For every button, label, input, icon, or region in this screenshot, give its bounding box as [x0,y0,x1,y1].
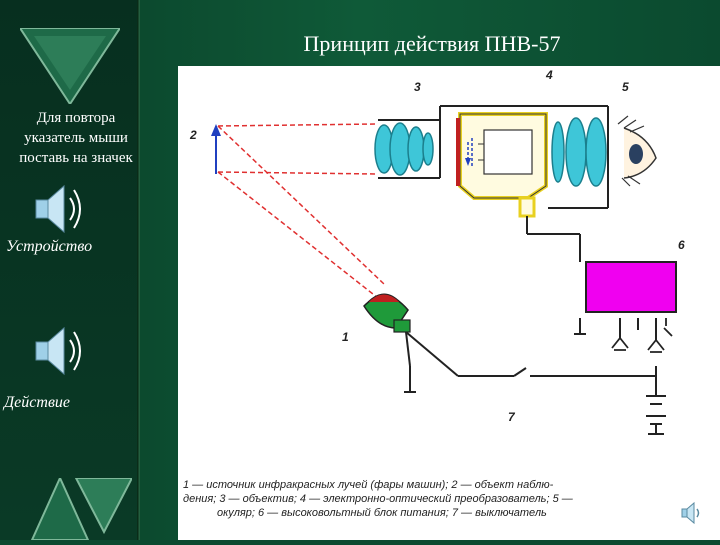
label-switch: 7 [508,410,515,424]
wires [404,216,666,435]
label-object: 2 [190,128,197,142]
label-converter: 4 [546,68,553,82]
link-action[interactable]: Действие [4,394,70,411]
caption-line: дения; 3 — объектив; 4 — электронно-опти… [183,493,573,505]
objective-lens [374,122,434,176]
eye-icon [617,115,657,187]
power-block [585,261,677,313]
device-body [378,105,609,209]
label-power-block: 6 [678,238,685,252]
ir-source [363,293,411,333]
caption-line: 1 — источник инфракрасных лучей (фары ма… [183,479,554,491]
hint-line: указатель мыши [24,130,128,146]
sidebar-divider [137,0,140,540]
device-diagram: 2 3 4 5 6 1 7 [178,66,720,540]
speaker-icon[interactable] [28,322,86,380]
diagram-drawing [211,105,677,435]
decor-triangle-top [20,28,120,104]
caption-line: окуляр; 6 — высоковольтный блок питания;… [217,507,547,519]
ir-beams [217,123,385,299]
diagram-caption: 1 — источник инфракрасных лучей (фары ма… [183,478,693,520]
eyepiece-lens [551,117,607,187]
label-ir-source: 1 [342,330,349,344]
decor-triangles-bottom [30,478,132,540]
sidebar: Для повтора указатель мыши поставь на зн… [0,0,138,540]
label-eyepiece: 5 [622,80,629,94]
hint-line: Для повтора [36,110,116,126]
slide-title: Принцип действия ПНВ-57 [303,31,561,56]
speaker-icon[interactable] [28,180,86,238]
terminals [611,318,673,353]
speaker-icon[interactable] [680,500,702,526]
label-objective: 3 [414,80,421,94]
link-device[interactable]: Устройство [6,238,93,255]
hint-line: поставь на значек [19,150,133,166]
hint-text: Для повтора указатель мыши поставь на зн… [2,108,150,168]
converter-tube [456,112,548,218]
